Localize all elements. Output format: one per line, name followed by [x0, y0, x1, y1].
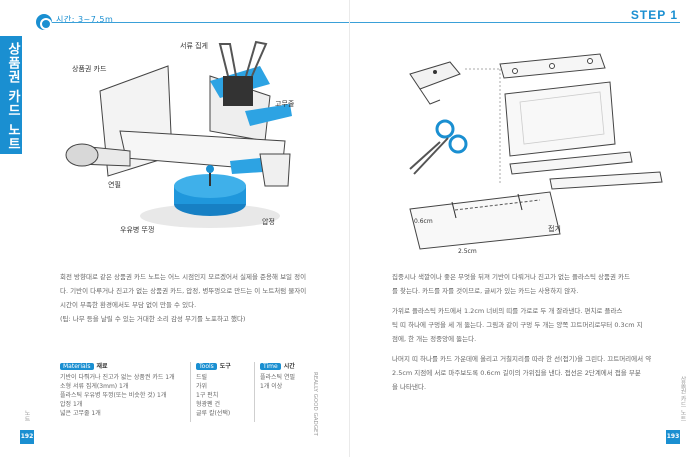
dimension-0-6cm: 0.6cm	[414, 218, 433, 225]
time-item: 플라스틱 연필	[260, 374, 296, 381]
right-page: STEP 1 접기 0.6cm 2.5cm 집중시나 색깔이나 좋은	[350, 0, 700, 457]
time-tag: Time	[260, 363, 281, 370]
left-body-line: 시간이 부족한 환경에서도 부담 없이 만들 수 있다.	[60, 301, 197, 309]
list-divider	[254, 362, 255, 422]
list-divider	[190, 362, 191, 422]
callout-card: 상품권 카드	[72, 65, 107, 73]
right-chapter-label: 상품권 카드 노트	[679, 376, 686, 422]
tools-item: 글루 칼(선택)	[196, 410, 231, 417]
left-body-line: 다. 기반이 다루거나 진고가 없는 상품권 카드, 압정, 병뚜껑으로 만드는…	[60, 287, 307, 295]
clock-icon	[36, 14, 52, 30]
materials-tag: Materials	[60, 363, 94, 370]
tools-item: 1구 펀치	[196, 392, 219, 399]
step-title: STEP 1	[630, 8, 678, 22]
left-body-text: 회전 방향대로 같은 상품권 카드 노트는 어느 시점인지 모르겠어서 실제을 …	[60, 270, 340, 326]
callout-weight: 우유병 뚜껑	[120, 226, 155, 234]
gadget-illustration	[65, 40, 292, 228]
time-item: 1개 이상	[260, 383, 283, 390]
right-page-number: 193	[666, 430, 680, 444]
chapter-side-tab: 상품권 카드 노트	[0, 36, 22, 154]
right-body-line: 2.5cm 지점에 서로 마주보도록 0.6cm 길이의 가위집을 낸다. 접선…	[392, 369, 641, 377]
callout-glue: 압정	[262, 218, 275, 226]
right-body-line: 점에, 한 개는 정중앙에 뚫는다.	[392, 335, 477, 343]
right-body-line: 을 나타낸다.	[392, 383, 427, 391]
tools-item: 드릴	[196, 374, 208, 381]
time-badge: 시간: 3~7.5m	[56, 15, 114, 24]
materials-item: 플라스틱 우유병 뚜껑(또는 비슷한 것) 1개	[60, 392, 167, 399]
callout-clip: 서류 집게	[180, 42, 208, 50]
left-book-title: REALLY GOOD GADGET	[312, 372, 318, 436]
left-body-line: 회전 방향대로 같은 상품권 카드 노트는 어느 시점인지 모르겠어서 실제을 …	[60, 273, 307, 281]
left-page: 시간: 3~7.5m 상품권 카드 노트 상품권 카드	[0, 14, 350, 444]
right-body-line: 집중시나 색깔이나 좋은 무엇을 뒤져 기반이 다뤄거나 진고가 없는 플라스틱…	[392, 273, 631, 281]
top-rule-right	[350, 22, 680, 23]
tools-item: 형광펜 건	[196, 401, 220, 408]
callout-pencil: 연필	[108, 181, 121, 189]
tools-item: 가위	[196, 383, 208, 390]
callout-fold: 접기	[548, 225, 561, 233]
materials-item: 압정 1개	[60, 401, 83, 408]
left-page-number: 192	[20, 430, 34, 444]
right-body-line: 틱 띠 하나에 구멍을 세 개 뚫는다. 그림과 같이 구멍 두 개는 양쪽 끄…	[392, 321, 643, 329]
right-body-line: 가위로 플라스틱 카드에서 1.2cm 너비의 띠를 가로로 두 개 잘라낸다.…	[392, 307, 623, 315]
steps-illustration	[409, 53, 663, 250]
right-body-text: 집중시나 색깔이나 좋은 무엇을 뒤져 기반이 다뤄거나 진고가 없는 플라스틱…	[392, 270, 687, 394]
materials-item: 소형 서류 집게(3mm) 1개	[60, 383, 129, 390]
materials-item: 기반이 다뤄거나 진고가 없는 상품권 카드 1개	[60, 374, 175, 381]
top-rule-left	[48, 22, 350, 23]
tools-tag: Tools	[196, 363, 217, 370]
materials-item: 넓은 고무줄 1개	[60, 410, 101, 417]
dimension-2-5cm: 2.5cm	[458, 248, 477, 255]
callout-rubber-band: 고무줄	[275, 100, 295, 108]
right-body-line: 를 찾는다. 카드를 자를 것이므로, 글씨가 있는 카드는 사용하지 않자.	[392, 287, 579, 295]
left-body-line: (팁: 나무 등을 날릴 수 있는 거대한 소리 감성 무기를 노포하고 했다)	[60, 315, 246, 323]
left-chapter-label: 노트	[23, 410, 30, 422]
right-body-line: 나머지 띠 하나를 카드 가운데에 올리고 거칠지리를 따라 한 선(접기)을 …	[392, 355, 652, 363]
chapter-title: 상품권 카드 노트	[5, 42, 20, 152]
